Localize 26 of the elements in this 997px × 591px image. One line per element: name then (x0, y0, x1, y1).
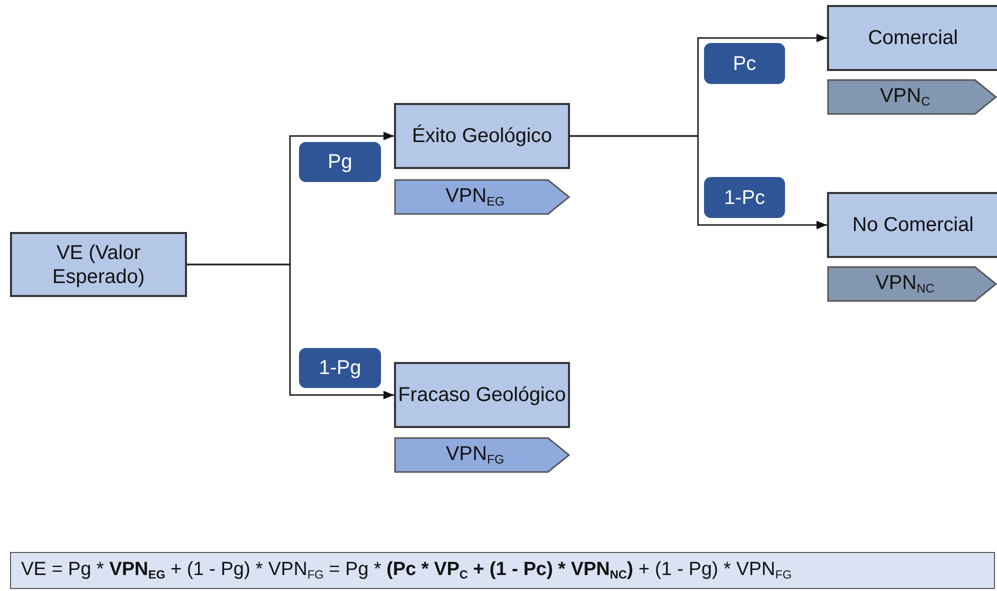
probability-badge (299, 142, 381, 182)
formula-text: VE = Pg * VPN$_{EG}$ + (1 - Pg) * VPN$_{FG}$ = Pg *(Pc * VP$_{C}$ + (1 - Pc) * VPN$_{NC}$) + (1 - Pg) * VPN$_{FG}$ (21, 558, 792, 582)
node-label: 1-Pc (724, 186, 766, 210)
process-box (394, 103, 570, 169)
node-label: Fracaso Geológico (398, 383, 566, 407)
node-label: Comercial (868, 26, 958, 50)
node-label: VPN$_{FG}$ (446, 442, 506, 468)
node-label: Pc (732, 52, 756, 76)
node-label: Pg (328, 150, 352, 174)
process-box (10, 232, 187, 297)
node-label: 1-Pg (318, 356, 362, 380)
node-label: VPN$_{EG}$ (445, 184, 506, 210)
process-box (827, 5, 997, 71)
process-box (394, 362, 570, 428)
node-label: VPN$_{NC}$ (875, 271, 936, 297)
connector-arrow (570, 135, 827, 230)
node-label: Éxito Geológico (412, 124, 552, 148)
probability-badge (704, 177, 785, 218)
connector-arrow (187, 264, 394, 400)
probability-badge (299, 348, 381, 388)
process-box (827, 192, 997, 258)
probability-badge (704, 43, 785, 84)
node-label: No Comercial (852, 213, 974, 237)
node-label: VPN$_{C}$ (880, 84, 932, 110)
formula-box (10, 552, 995, 589)
node-label: VE (Valor Esperado) (51, 240, 146, 288)
